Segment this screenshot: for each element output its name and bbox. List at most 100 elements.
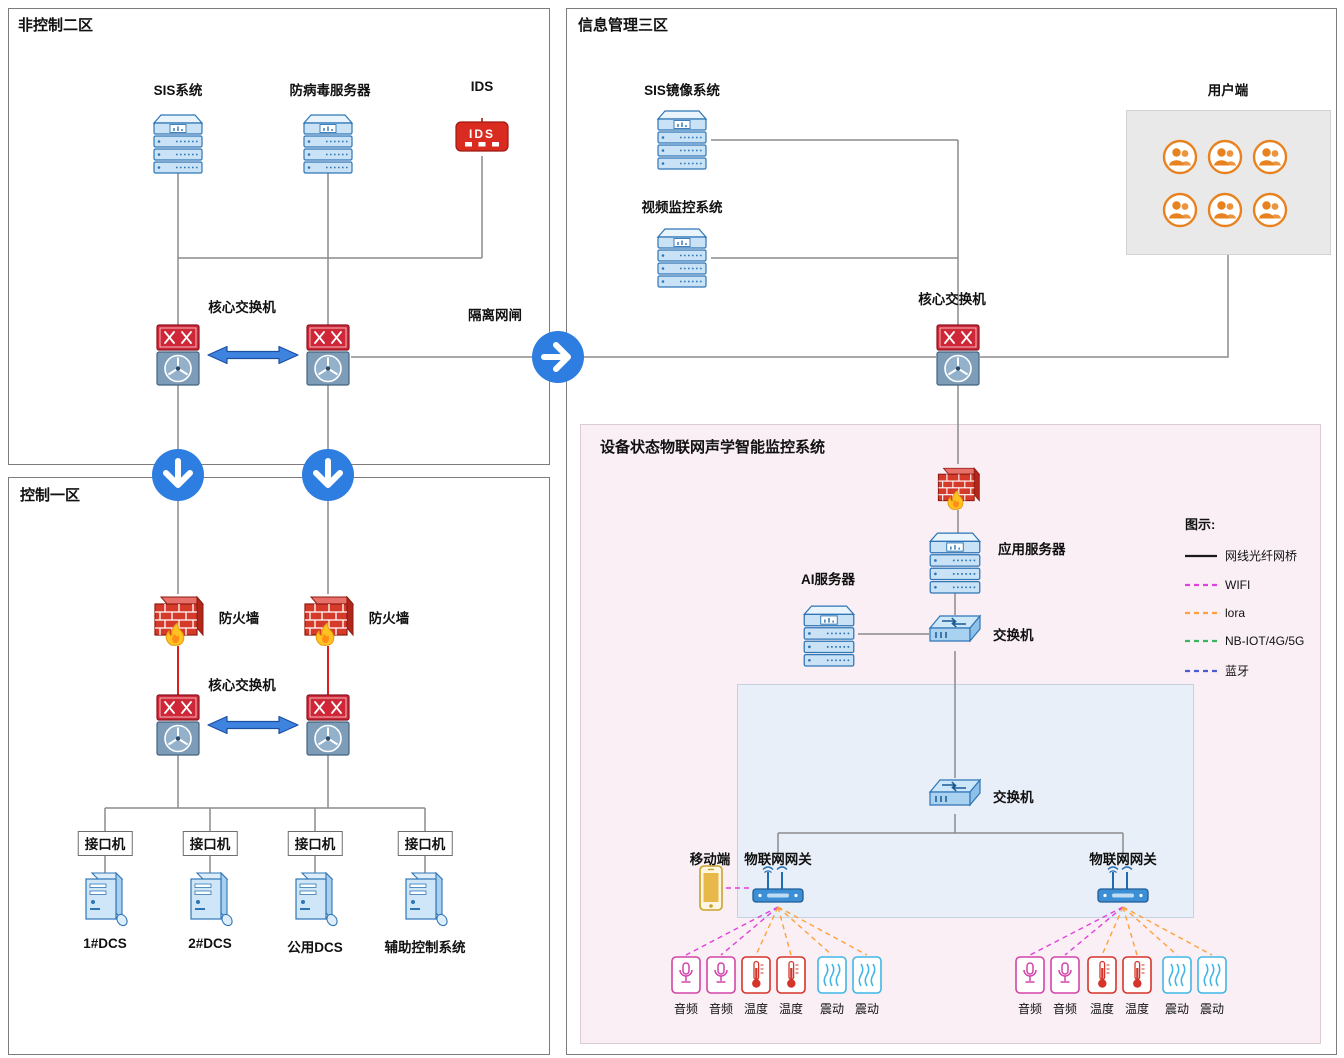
ids-label: IDS [470, 79, 494, 94]
legend-item: NB-IOT/4G/5G [1185, 634, 1330, 648]
double-arrow-icon [205, 345, 301, 365]
sensor-label: 温度 [743, 1002, 769, 1016]
legend-item: 网线光纤网桥 [1185, 547, 1330, 564]
switch-label: 交换机 [993, 790, 1034, 805]
temperature-sensor-icon [741, 956, 771, 994]
dcs-workstation-icon [80, 870, 130, 928]
user-icon [1162, 192, 1198, 228]
vibration-sensor-icon [817, 956, 847, 994]
sensor-label: 震动 [1164, 1002, 1190, 1016]
firewall-label: 防火墙 [368, 611, 410, 626]
lora-connectors [755, 906, 1213, 956]
mobile-label: 移动端 [689, 852, 731, 867]
client-label: 用户端 [1207, 83, 1249, 98]
legend-item-label: NB-IOT/4G/5G [1225, 634, 1305, 648]
user-icon [1162, 139, 1198, 175]
iot-gateway-icon [751, 862, 805, 906]
app-server-label: 应用服务器 [998, 542, 1066, 557]
user-icon [1252, 192, 1288, 228]
wifi-connectors [685, 887, 1124, 956]
sensor-label: 温度 [1124, 1002, 1150, 1016]
vibration-sensor-icon [1197, 956, 1227, 994]
client-users-panel [1126, 110, 1331, 255]
zone2-title: 非控制二区 [18, 17, 94, 34]
temperature-sensor-icon [1122, 956, 1152, 994]
interface-machine-label: 接口机 [397, 831, 453, 856]
flow-arrow-icon [151, 448, 205, 502]
server-icon [298, 112, 358, 174]
iot-panel-title: 设备状态物联网声学智能监控系统 [600, 439, 826, 456]
legend-item: WIFI [1185, 578, 1330, 592]
zone2-core-switch-label: 核心交换机 [208, 300, 276, 315]
ids-device-icon [453, 117, 511, 157]
app-server-icon [924, 530, 986, 594]
interface-machine-label: 接口机 [77, 831, 133, 856]
dcs-workstation-icon [400, 870, 450, 928]
user-icon [1207, 192, 1243, 228]
user-icon [1207, 139, 1243, 175]
core-switch-icon [305, 324, 351, 386]
ethernet-connectors [104, 139, 1229, 874]
aux-control-label: 辅助控制系统 [384, 940, 466, 955]
zone-noncontrol-2 [8, 8, 550, 465]
video-monitoring-label: 视频监控系统 [641, 200, 723, 215]
iot-gateway-label: 物联网网关 [744, 852, 812, 867]
flow-arrow-icon [301, 448, 355, 502]
dcs-workstation-icon [290, 870, 340, 928]
sensor-label: 音频 [1017, 1002, 1043, 1016]
sensor-label: 温度 [1089, 1002, 1115, 1016]
dcs2-label: 2#DCS [188, 936, 232, 951]
sensor-label: 温度 [778, 1002, 804, 1016]
sensor-label: 音频 [1052, 1002, 1078, 1016]
core-switch-icon [155, 694, 201, 756]
audio-sensor-icon [1015, 956, 1045, 994]
sensor-label: 音频 [708, 1002, 734, 1016]
iot-gateway-label: 物联网网关 [1089, 852, 1157, 867]
core-switch-icon [935, 324, 981, 386]
switch-label: 交换机 [993, 628, 1034, 643]
audio-sensor-icon [1050, 956, 1080, 994]
core-switch-icon [155, 324, 201, 386]
firewall-label: 防火墙 [218, 611, 260, 626]
sensor-label: 震动 [854, 1002, 880, 1016]
firewall-connectors [177, 646, 329, 700]
sensor-label: 震动 [819, 1002, 845, 1016]
legend-item-label: lora [1225, 606, 1246, 620]
isolation-gateway-label: 隔离网闸 [468, 308, 522, 323]
ai-server-icon [798, 603, 860, 667]
legend: 图示: 网线光纤网桥 WIFI lora NB-IOT/4G/5G 蓝牙 [1185, 514, 1330, 679]
iot-gateway-icon [1096, 862, 1150, 906]
legend-item-label: WIFI [1225, 578, 1251, 592]
switch-icon [928, 776, 982, 816]
firewall-icon [935, 462, 981, 512]
vibration-sensor-icon [852, 956, 882, 994]
interface-machine-label: 接口机 [182, 831, 238, 856]
switch-icon [928, 612, 982, 652]
mobile-phone-icon [697, 864, 725, 912]
zone1-core-switch-label: 核心交换机 [208, 678, 276, 693]
audio-sensor-icon [671, 956, 701, 994]
sis-system-label: SIS系统 [153, 83, 203, 98]
legend-item-label: 蓝牙 [1225, 664, 1250, 678]
dcs1-label: 1#DCS [83, 936, 127, 951]
zone3-core-switch-label: 核心交换机 [918, 292, 986, 307]
interface-machine-label: 接口机 [287, 831, 343, 856]
zone-control-1 [8, 477, 550, 1055]
ai-server-label: AI服务器 [801, 572, 855, 587]
legend-item: lora [1185, 606, 1330, 620]
temperature-sensor-icon [1087, 956, 1117, 994]
sis-mirror-label: SIS镜像系统 [644, 83, 720, 98]
server-icon [652, 226, 712, 288]
server-icon [652, 108, 712, 170]
sensor-label: 震动 [1199, 1002, 1225, 1016]
sensor-label: 音频 [673, 1002, 699, 1016]
user-icon [1252, 139, 1288, 175]
public-dcs-label: 公用DCS [287, 940, 343, 955]
firewall-icon [151, 591, 205, 647]
firewall-icon [301, 591, 355, 647]
audio-sensor-icon [706, 956, 736, 994]
legend-title: 图示: [1185, 517, 1216, 532]
zone1-title: 控制一区 [20, 487, 81, 504]
double-arrow-icon [205, 715, 301, 735]
